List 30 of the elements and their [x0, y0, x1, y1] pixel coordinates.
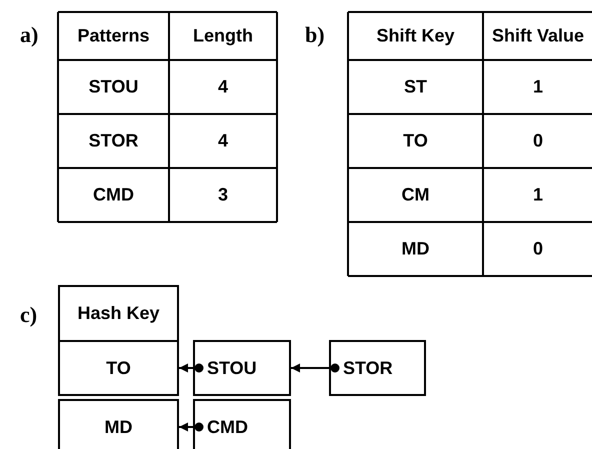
- table-cell: 4: [218, 76, 228, 98]
- table-cell: 4: [218, 130, 228, 152]
- table-cell: 3: [218, 184, 228, 206]
- panel-label: b): [305, 22, 325, 48]
- table-cell: 0: [533, 130, 543, 152]
- table-cell: TO: [403, 130, 428, 152]
- panel-label: c): [20, 302, 38, 328]
- column-header: Shift Value: [492, 26, 584, 46]
- list-node: STOU: [193, 340, 291, 396]
- table-cell: ST: [404, 76, 427, 98]
- table-cell: MD: [402, 238, 430, 260]
- hash-table-header: Hash Key: [58, 285, 179, 342]
- list-node: STOR: [329, 340, 426, 396]
- table-cell: CMD: [93, 184, 134, 206]
- table-cell: CM: [402, 184, 430, 206]
- column-header: Length: [193, 26, 253, 46]
- arrow: [291, 364, 340, 372]
- list-node: CMD: [193, 399, 291, 449]
- table-cell: 0: [533, 238, 543, 260]
- table-cell: 1: [533, 76, 543, 98]
- table-cell: 1: [533, 184, 543, 206]
- table-cell: STOR: [88, 130, 138, 152]
- column-header: Shift Key: [376, 26, 454, 46]
- hash-key-cell: TO: [58, 340, 179, 396]
- hash-key-cell: MD: [58, 399, 179, 449]
- panel-label: a): [20, 22, 38, 48]
- column-header: Patterns: [77, 26, 150, 46]
- arrow: [179, 422, 204, 432]
- arrow: [179, 364, 204, 372]
- table-cell: STOU: [88, 76, 138, 98]
